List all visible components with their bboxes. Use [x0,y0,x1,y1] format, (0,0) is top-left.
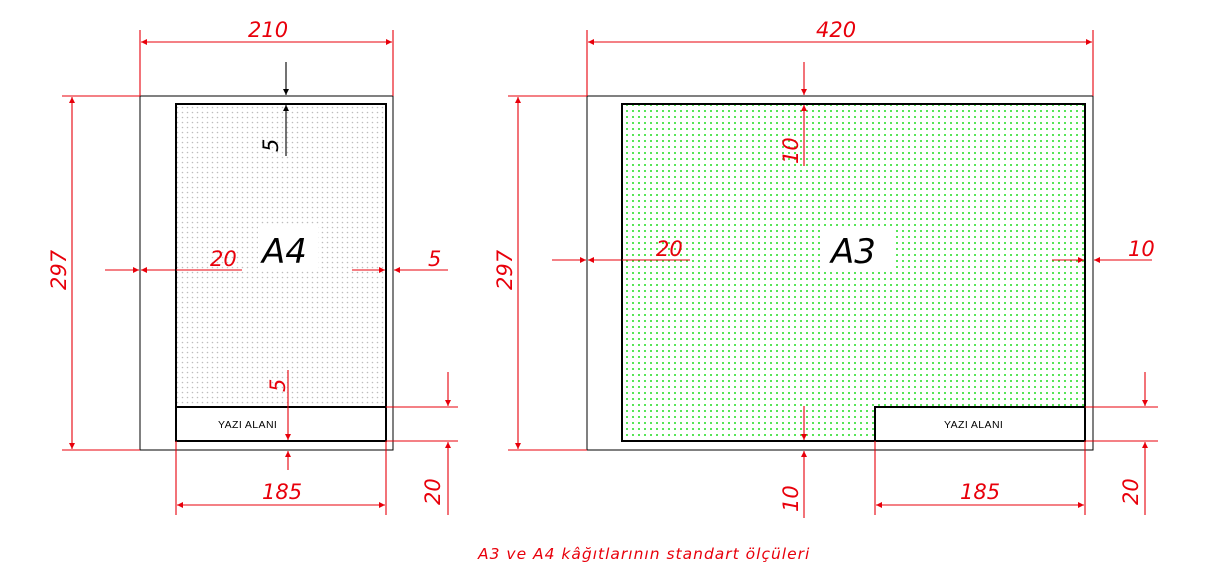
a3-left-margin-value: 20 [656,237,683,261]
a3-drawing-area [621,103,1086,442]
a3-width-value: 420 [816,18,856,42]
a3-title-block-height-value: 20 [1119,478,1143,505]
a3-title-block-width-value: 185 [960,480,1000,504]
a3-title-block-label: YAZI ALANI [944,419,1003,431]
a3-label-bg [823,226,895,270]
a4-title-block-width-value: 185 [262,480,302,504]
a4-right-margin-value: 5 [428,247,441,271]
a4-drawing-area [175,103,387,442]
a3-label: A3 [829,232,876,272]
a4-width-value: 210 [248,18,288,42]
a4-title-block [175,406,387,442]
a3-right-margin-value: 10 [1128,237,1155,261]
a4-label-bg [258,226,318,270]
a4-label: A4 [260,232,307,272]
a4-top-margin-value: 5 [259,139,283,152]
a3-height-value: 297 [493,249,517,290]
a4-sheet: A4 YAZI ALANI 210 297 5 20 5 5 [47,18,458,515]
caption: A3 ve A4 kâğıtlarının standart ölçüleri [477,545,810,563]
a4-height-value: 297 [47,249,71,290]
a4-bottom-margin-value: 5 [266,379,290,392]
a4-title-block-label: YAZI ALANI [218,419,277,431]
a4-title-block-height-value: 20 [421,478,445,505]
a3-top-margin-value: 10 [779,137,803,164]
a3-sheet: A3 YAZI ALANI 420 297 10 20 10 10 [493,18,1158,518]
a4-left-margin-value: 20 [210,247,237,271]
a3-title-block [874,406,1086,442]
a3-bottom-margin-value: 10 [779,485,803,512]
